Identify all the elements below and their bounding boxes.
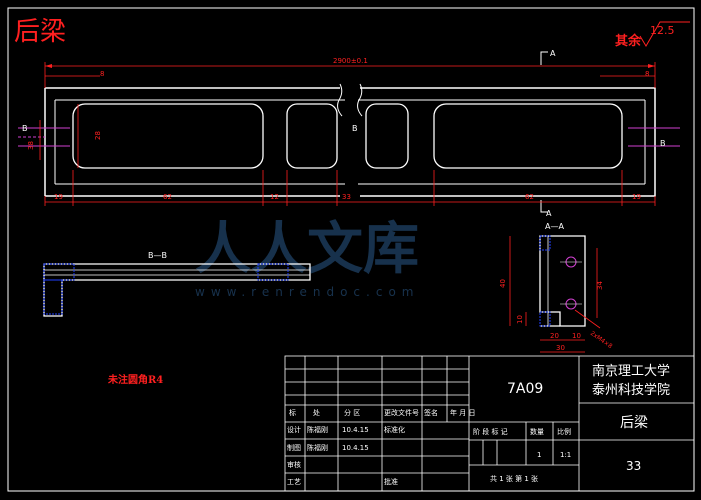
tb-reviewer-role: 审核 [287, 460, 301, 469]
tb-process-role: 工艺 [287, 478, 301, 486]
height-dimension: 28 38 [27, 104, 102, 168]
svg-text:人人文库: 人人文库 [195, 216, 419, 282]
section-aa-dimensions [509, 236, 601, 353]
dim-height: 28 [94, 131, 102, 140]
tb-scale-value: 1:1 [560, 451, 571, 459]
tb-col-date: 年 月 日 [450, 408, 475, 417]
dim-section-web: 10 [516, 315, 524, 324]
dim-right-end: 8 [645, 70, 649, 78]
dim-section-width: 30 [556, 344, 565, 352]
dim-window-3: 62 [525, 193, 534, 201]
surface-finish-symbol-icon [639, 21, 690, 47]
svg-text:A: A [550, 49, 556, 58]
dim-window-1: 62 [163, 193, 172, 201]
overall-dimension: 2900±0.1 [44, 57, 656, 88]
dim-section-height: 40 [499, 279, 507, 288]
surface-finish-value: 12.5 [650, 24, 675, 37]
svg-text:www.renrendoc.com: www.renrendoc.com [195, 285, 419, 299]
tb-col-sign: 签名 [424, 408, 438, 417]
svg-text:A: A [546, 209, 552, 218]
tb-quantity-value: 1 [537, 451, 541, 459]
tb-drafter-date: 10.4.15 [342, 444, 369, 452]
drawing-code: 7A09 [507, 381, 543, 397]
tb-col-count: 处 [313, 408, 320, 417]
tb-sheets-label: 共 1 张 第 1 张 [490, 474, 538, 483]
tb-weight-label: 数量 [530, 427, 544, 436]
tb-drafter-role: 制图 [287, 443, 301, 452]
tb-approve-label: 批准 [384, 477, 398, 486]
section-bb-view [43, 263, 311, 317]
tb-scale-label: 比例 [557, 427, 571, 436]
cut-marker-a-top: A [540, 49, 556, 65]
tb-stage-label: 阶 段 标 记 [473, 427, 508, 436]
cut-marker-b-right: B [660, 139, 666, 148]
title-block-labels: 标 处 分 区 更改文件号 签名 年 月 日 设计 陈福刚 10.4.15 标准… [287, 408, 571, 486]
dim-left-end: 8 [100, 70, 104, 78]
note-fillet: 未注圆角R4 [107, 373, 163, 386]
sheet-number: 33 [626, 459, 641, 473]
section-aa-view [539, 235, 586, 327]
school-line-1: 南京理工大学 [592, 363, 670, 379]
tb-std-label: 标准化 [384, 425, 405, 434]
dim-left-edge: 19 [54, 193, 63, 201]
section-aa-label: A—A [545, 222, 564, 231]
cut-marker-b-center: B [352, 124, 358, 133]
cut-marker-a-bottom: A [540, 200, 552, 218]
dim-overall-length: 2900±0.1 [333, 57, 368, 65]
dim-window-2: 33 [342, 193, 351, 201]
end-dimensions: 8 8 [45, 70, 655, 78]
dim-section-w1: 20 [550, 332, 559, 340]
dim-side-height: 38 [27, 141, 35, 150]
window-2 [286, 103, 338, 169]
tb-col-doc: 更改文件号 [384, 408, 419, 417]
front-view [18, 83, 680, 197]
tb-col-mark: 标 [289, 408, 296, 417]
tb-designer-name: 陈福刚 [307, 425, 328, 434]
tb-drafter-name: 陈福刚 [307, 443, 328, 452]
title-block [284, 355, 695, 492]
tb-designer-date: 10.4.15 [342, 426, 369, 434]
dim-right-edge: 19 [632, 193, 641, 201]
dim-section-w2: 10 [572, 332, 581, 340]
part-name: 后梁 [620, 415, 648, 431]
dim-section-inner: 34 [596, 281, 604, 290]
dim-hole-label: 2xM4×8 [589, 330, 614, 350]
cut-marker-b-left: B [22, 124, 28, 133]
surface-finish-label: 其余 [615, 33, 642, 49]
bottom-dimension-chain [44, 170, 656, 206]
window-2b [365, 103, 409, 169]
section-bb-label: B—B [148, 251, 167, 260]
dim-web-1: 12 [270, 193, 279, 201]
tb-designer-role: 设计 [287, 425, 301, 434]
drawing-title: 后梁 [14, 17, 66, 47]
tb-col-zone: 分 区 [344, 408, 360, 417]
school-line-2: 泰州科技学院 [592, 382, 670, 398]
window-3 [433, 103, 623, 169]
window-1 [72, 103, 264, 169]
watermark-logo: 人人文库 www.renrendoc.com [195, 216, 419, 299]
